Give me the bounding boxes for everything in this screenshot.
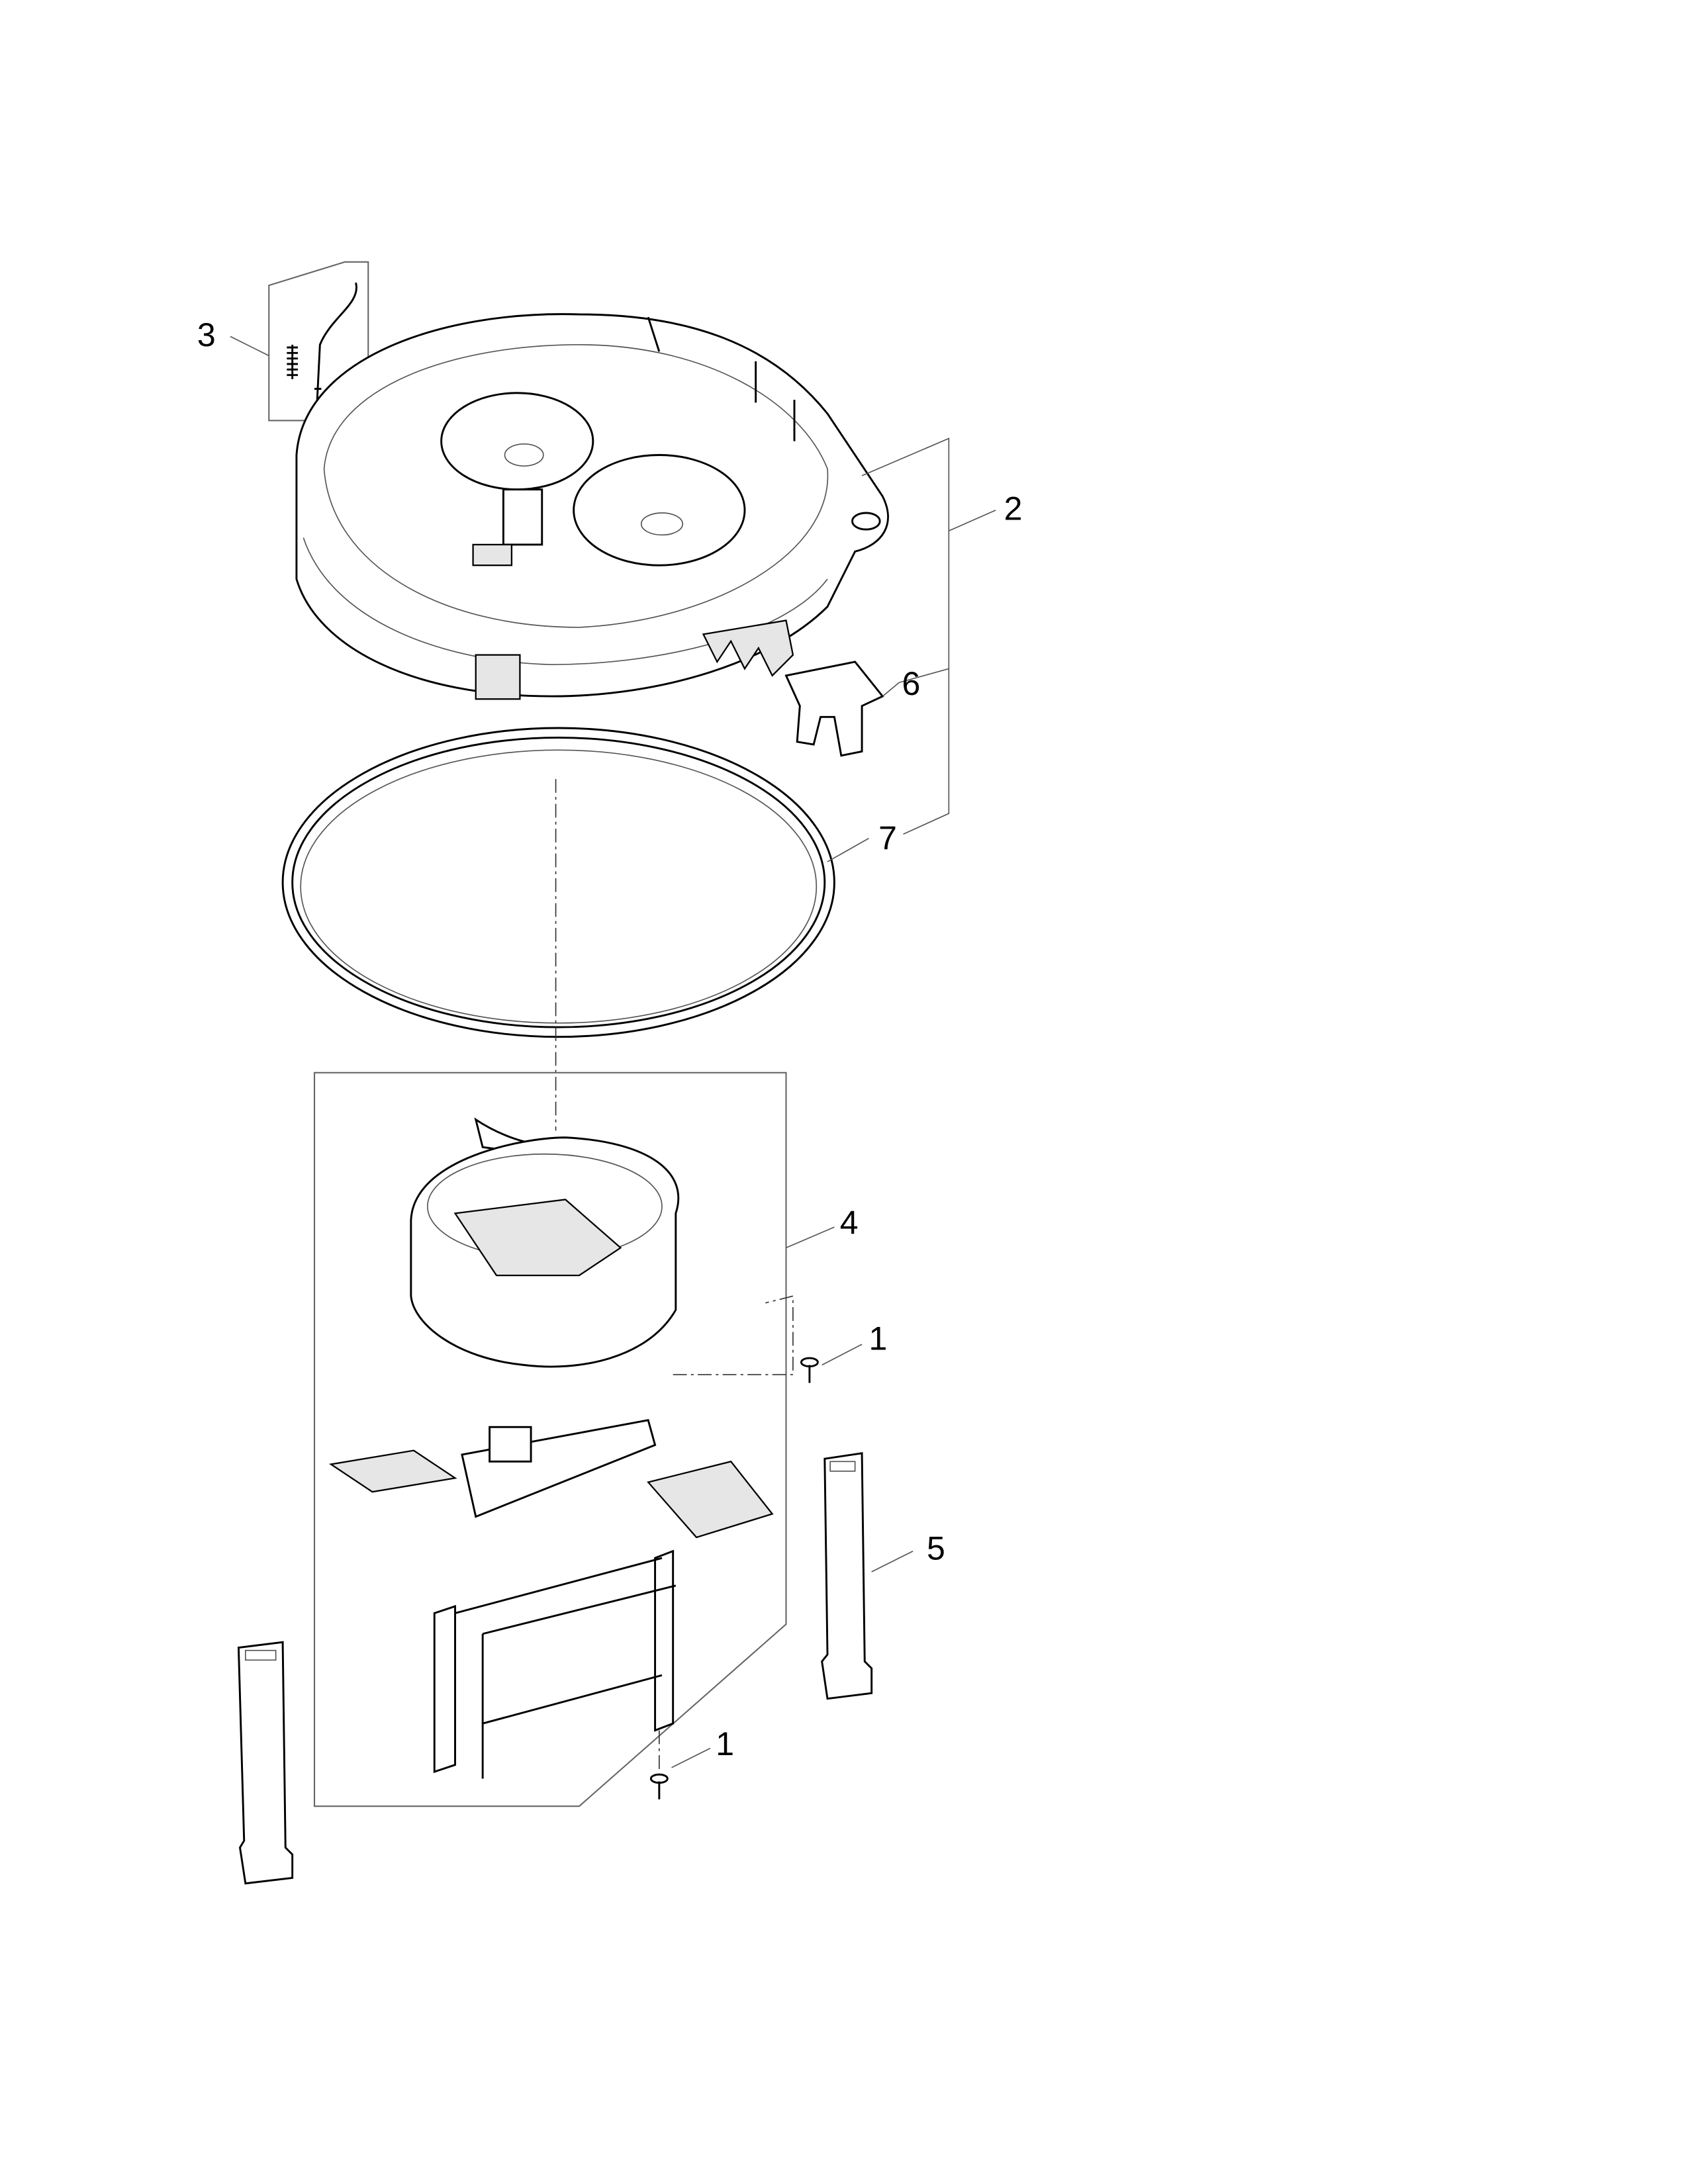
gasket-part bbox=[281, 727, 869, 1038]
screw-upper-part bbox=[800, 1343, 863, 1383]
callout-label-7: 7 bbox=[878, 819, 897, 856]
base-assembly-part bbox=[313, 1071, 835, 1807]
screw-lower-part bbox=[649, 1747, 711, 1799]
callout-label-1-lower: 1 bbox=[716, 1725, 734, 1762]
clip-part bbox=[784, 660, 884, 757]
callout-label-4: 4 bbox=[840, 1205, 859, 1242]
callout-label-2: 2 bbox=[1004, 490, 1023, 527]
leg-part-left bbox=[237, 1641, 294, 1885]
callout-label-3: 3 bbox=[197, 316, 216, 353]
spring-kit-part bbox=[230, 261, 369, 422]
callout-label-6: 6 bbox=[902, 665, 921, 702]
housing-top-part bbox=[295, 313, 889, 700]
callout-label-5: 5 bbox=[927, 1529, 945, 1567]
leg-part-right bbox=[821, 1452, 914, 1700]
callout-label-1-upper: 1 bbox=[869, 1320, 888, 1357]
callout-bracket-2 bbox=[861, 437, 996, 835]
